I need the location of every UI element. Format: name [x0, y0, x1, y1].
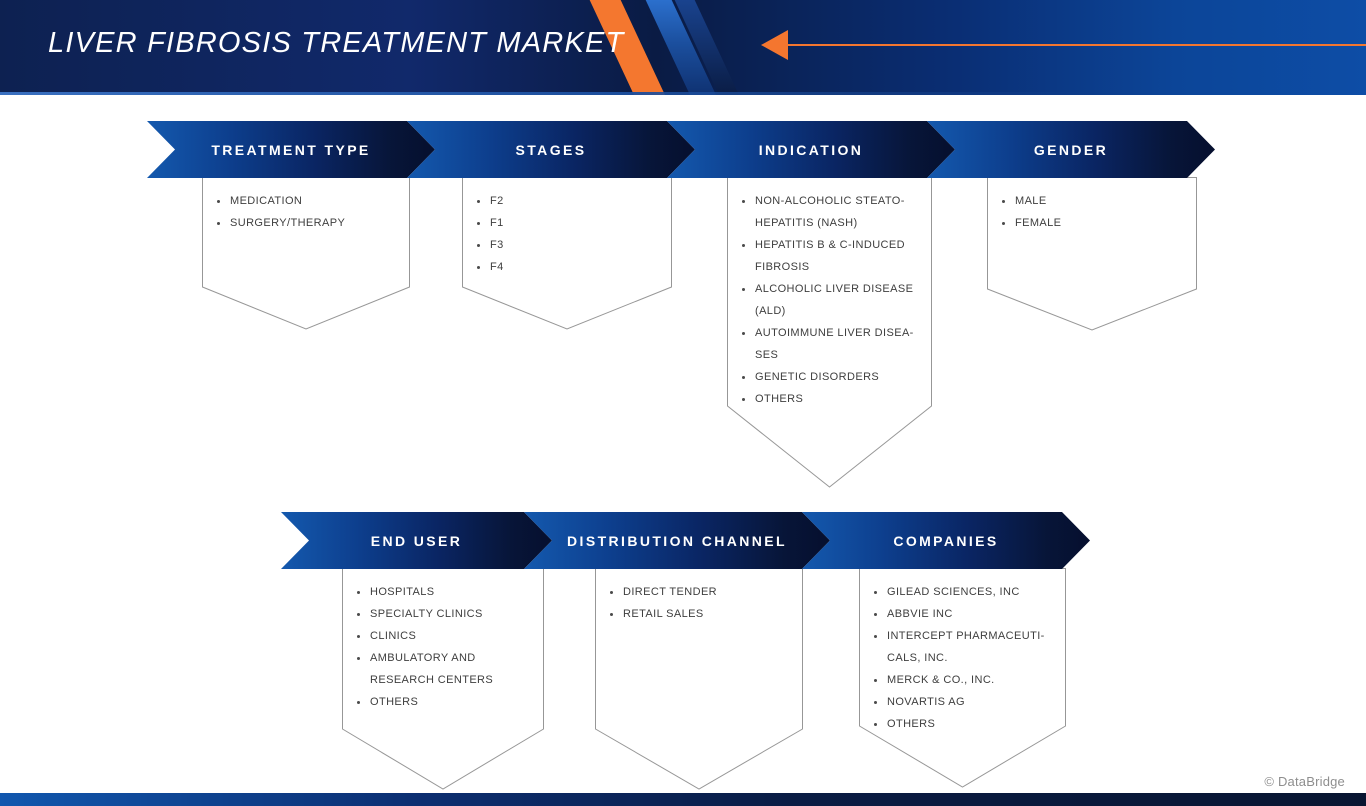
segment-header-treatment-type: TREATMENT TYPE [147, 121, 435, 178]
list-item: ALCOHOLIC LIVER DISEASE (ALD) [737, 278, 926, 322]
list-item: F1 [472, 212, 666, 234]
segment-box-indication: NON-ALCOHOLIC STEATO- HEPATITIS (NASH) H… [727, 177, 932, 488]
list-item: OTHERS [737, 388, 926, 410]
bullet-icon [737, 322, 755, 335]
segment-item-list: F2 F1 F3 F4 [472, 190, 666, 278]
list-item: HEPATITIS B & C-INDUCED FIBROSIS [737, 234, 926, 278]
segment-item-list: HOSPITALS SPECIALTY CLINICS CLINICS AMBU… [352, 581, 538, 713]
bullet-icon [352, 691, 370, 704]
list-item: CLINICS [352, 625, 538, 647]
list-item: NOVARTIS AG [869, 691, 1060, 713]
bullet-icon [869, 581, 887, 594]
bullet-icon [737, 388, 755, 401]
bullet-icon [869, 691, 887, 704]
segment-header-companies: COMPANIES [802, 512, 1090, 569]
bullet-icon [472, 212, 490, 225]
bullet-icon [352, 625, 370, 638]
list-item: HOSPITALS [352, 581, 538, 603]
list-item: NON-ALCOHOLIC STEATO- HEPATITIS (NASH) [737, 190, 926, 234]
bullet-icon [352, 647, 370, 660]
list-item: AUTOIMMUNE LIVER DISEA- SES [737, 322, 926, 366]
page-title: LIVER FIBROSIS TREATMENT MARKET [48, 27, 625, 59]
list-item: AMBULATORY AND RESEARCH CENTERS [352, 647, 538, 691]
bullet-icon [212, 190, 230, 203]
banner-bottom-edge [0, 92, 1366, 95]
segment-header-end-user: END USER [281, 512, 552, 569]
segment-box-end-user: HOSPITALS SPECIALTY CLINICS CLINICS AMBU… [342, 568, 544, 790]
left-arrowhead-icon [761, 30, 788, 60]
segment-item-list: MEDICATION SURGERY/THERAPY [212, 190, 404, 234]
bullet-icon [997, 212, 1015, 225]
segment-header-gender: GENDER [927, 121, 1215, 178]
segment-item-list: MALE FEMALE [997, 190, 1191, 234]
bottom-bar [0, 793, 1366, 806]
segment-item-list: NON-ALCOHOLIC STEATO- HEPATITIS (NASH) H… [737, 190, 926, 410]
bullet-icon [737, 234, 755, 247]
bullet-icon [472, 234, 490, 247]
bullet-icon [869, 603, 887, 616]
list-item: F2 [472, 190, 666, 212]
segment-box-gender: MALE FEMALE [987, 177, 1197, 331]
bullet-icon [869, 669, 887, 682]
list-item: SPECIALTY CLINICS [352, 603, 538, 625]
bullet-icon [869, 625, 887, 638]
segment-box-companies: GILEAD SCIENCES, INC ABBVIE INC INTERCEP… [859, 568, 1066, 788]
bullet-icon [737, 278, 755, 291]
list-item: RETAIL SALES [605, 603, 797, 625]
segment-box-treatment-type: MEDICATION SURGERY/THERAPY [202, 177, 410, 330]
list-item: OTHERS [352, 691, 538, 713]
list-item: OTHERS [869, 713, 1060, 735]
segment-box-distribution-channel: DIRECT TENDER RETAIL SALES [595, 568, 803, 790]
list-item: MEDICATION [212, 190, 404, 212]
bullet-icon [605, 603, 623, 616]
list-item: MALE [997, 190, 1191, 212]
bullet-icon [605, 581, 623, 594]
bullet-icon [352, 581, 370, 594]
arrow-line-icon [786, 44, 1366, 46]
segment-header-distribution-channel: DISTRIBUTION CHANNEL [524, 512, 830, 569]
bullet-icon [212, 212, 230, 225]
segment-header-stages: STAGES [407, 121, 695, 178]
list-item: SURGERY/THERAPY [212, 212, 404, 234]
bullet-icon [472, 190, 490, 203]
list-item: F3 [472, 234, 666, 256]
bullet-icon [472, 256, 490, 269]
segment-header-indication: INDICATION [667, 121, 955, 178]
bullet-icon [352, 603, 370, 616]
segment-item-list: GILEAD SCIENCES, INC ABBVIE INC INTERCEP… [869, 581, 1060, 735]
segment-box-stages: F2 F1 F3 F4 [462, 177, 672, 330]
bullet-icon [737, 190, 755, 203]
list-item: FEMALE [997, 212, 1191, 234]
list-item: F4 [472, 256, 666, 278]
list-item: GENETIC DISORDERS [737, 366, 926, 388]
top-banner: LIVER FIBROSIS TREATMENT MARKET [0, 0, 1366, 95]
list-item: MERCK & CO., INC. [869, 669, 1060, 691]
list-item: ABBVIE INC [869, 603, 1060, 625]
list-item: DIRECT TENDER [605, 581, 797, 603]
list-item: GILEAD SCIENCES, INC [869, 581, 1060, 603]
segment-item-list: DIRECT TENDER RETAIL SALES [605, 581, 797, 625]
copyright-credit: © DataBridge [1264, 774, 1345, 789]
list-item: INTERCEPT PHARMACEUTI- CALS, INC. [869, 625, 1060, 669]
bullet-icon [737, 366, 755, 379]
bullet-icon [869, 713, 887, 726]
bullet-icon [997, 190, 1015, 203]
